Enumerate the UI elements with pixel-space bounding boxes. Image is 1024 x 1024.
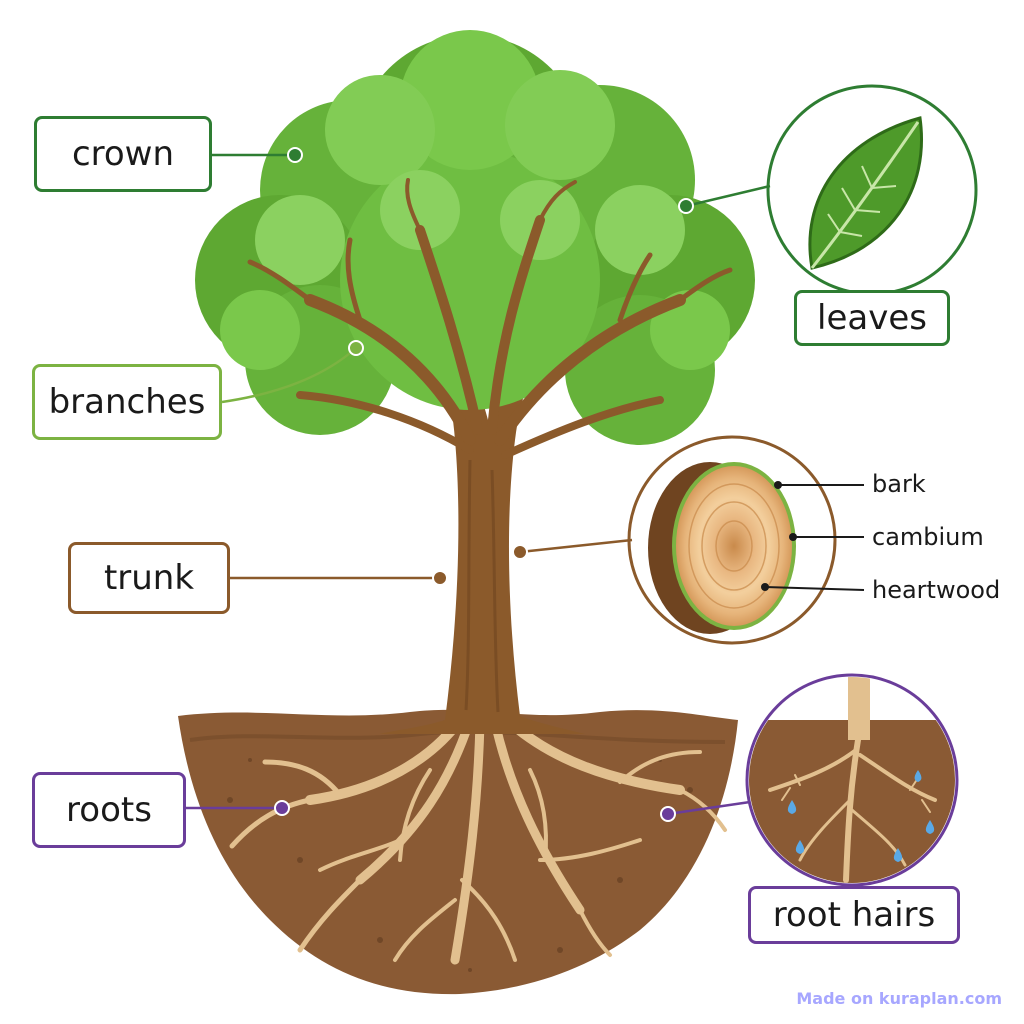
credit-link[interactable]: Made on kuraplan.com [796,989,1002,1008]
leaves-label: leaves [794,290,950,346]
roots-label: roots [32,772,186,848]
cambium-label: cambium [872,523,984,551]
root-hairs-label: root hairs [748,886,960,944]
crown-drawing [195,30,755,445]
bark-label: bark [872,470,926,498]
heartwood-label: heartwood [872,576,1001,604]
trunk-drawing [380,345,585,734]
trunk-label: trunk [68,542,230,614]
branches-label: branches [32,364,222,440]
crown-label: crown [34,116,212,192]
branches-drawing [247,178,733,459]
heartwood-disc [676,466,792,626]
